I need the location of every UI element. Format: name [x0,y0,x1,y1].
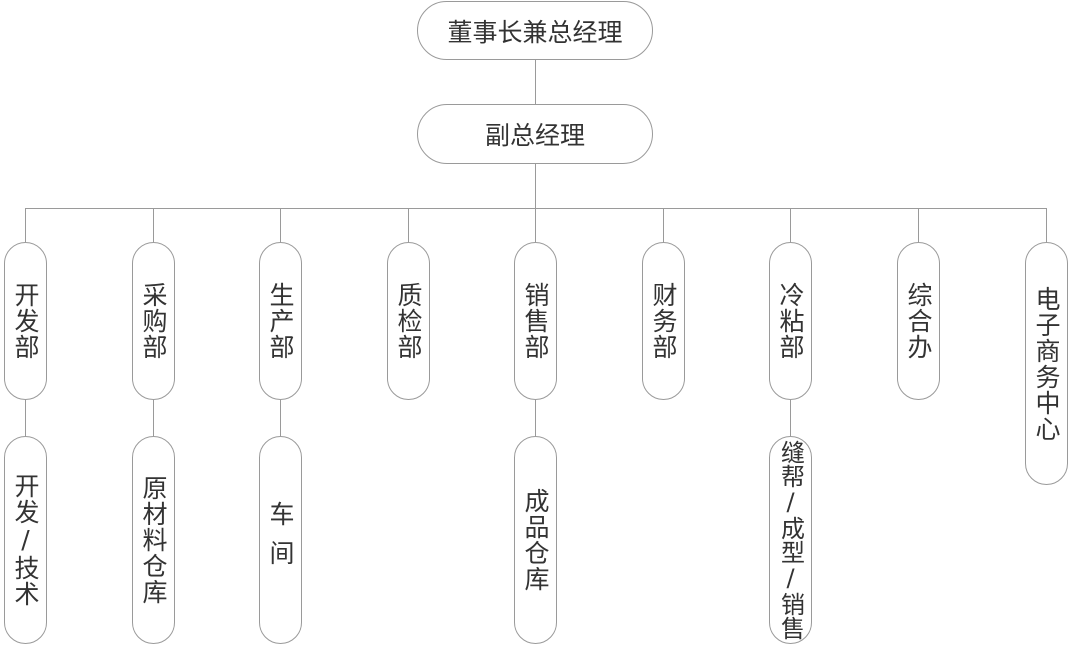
node-dept-3: 生产部 [259,242,302,400]
node-dept-2-label: 采购部 [139,282,168,360]
node-dept-1: 开发部 [4,242,47,400]
connector-sub-7 [790,400,791,436]
node-dept-6-label: 财务部 [649,282,678,360]
node-sub-2: 原材料仓库 [132,436,175,644]
node-dept-6: 财务部 [642,242,685,400]
connector-sub-5 [535,400,536,436]
node-sub-7-label: 缝帮/成型/销售 [776,440,805,640]
node-deputy-label: 副总经理 [484,121,585,150]
connector-horizontal-bus [25,208,1047,209]
node-dept-5: 销售部 [514,242,557,400]
node-sub-1-label: 开发/技术 [11,473,40,607]
node-sub-3: 车间 [259,436,302,644]
connector-sub-3 [280,400,281,436]
node-dept-4-label: 质检部 [394,282,423,360]
connector-dept-3 [280,208,281,242]
connector-deputy-bus [535,164,536,208]
connector-dept-1 [25,208,26,242]
connector-dept-5 [535,208,536,242]
node-dept-3-label: 生产部 [266,282,295,360]
node-dept-5-label: 销售部 [521,282,550,360]
node-sub-3-label: 车间 [266,501,295,579]
connector-sub-2 [153,400,154,436]
connector-dept-4 [408,208,409,242]
connector-root-deputy [535,60,536,104]
node-sub-1: 开发/技术 [4,436,47,644]
node-dept-8: 综合办 [897,242,940,400]
node-deputy: 副总经理 [417,104,653,164]
node-sub-2-label: 原材料仓库 [139,475,168,605]
connector-sub-1 [25,400,26,436]
node-dept-9-label: 电子商务中心 [1032,285,1061,442]
node-dept-1-label: 开发部 [11,282,40,360]
node-sub-5-label: 成品仓库 [521,488,550,592]
node-dept-4: 质检部 [387,242,430,400]
node-dept-7: 冷粘部 [769,242,812,400]
node-root-label: 董事长兼总经理 [447,17,623,47]
connector-dept-9 [1046,208,1047,242]
node-dept-8-label: 综合办 [904,282,933,360]
node-root: 董事长兼总经理 [417,1,653,60]
node-dept-7-label: 冷粘部 [776,282,805,360]
connector-dept-8 [918,208,919,242]
connector-dept-6 [663,208,664,242]
node-sub-5: 成品仓库 [514,436,557,644]
connector-dept-7 [790,208,791,242]
node-dept-9: 电子商务中心 [1025,242,1068,485]
node-dept-2: 采购部 [132,242,175,400]
connector-dept-2 [153,208,154,242]
node-sub-7: 缝帮/成型/销售 [769,436,812,644]
